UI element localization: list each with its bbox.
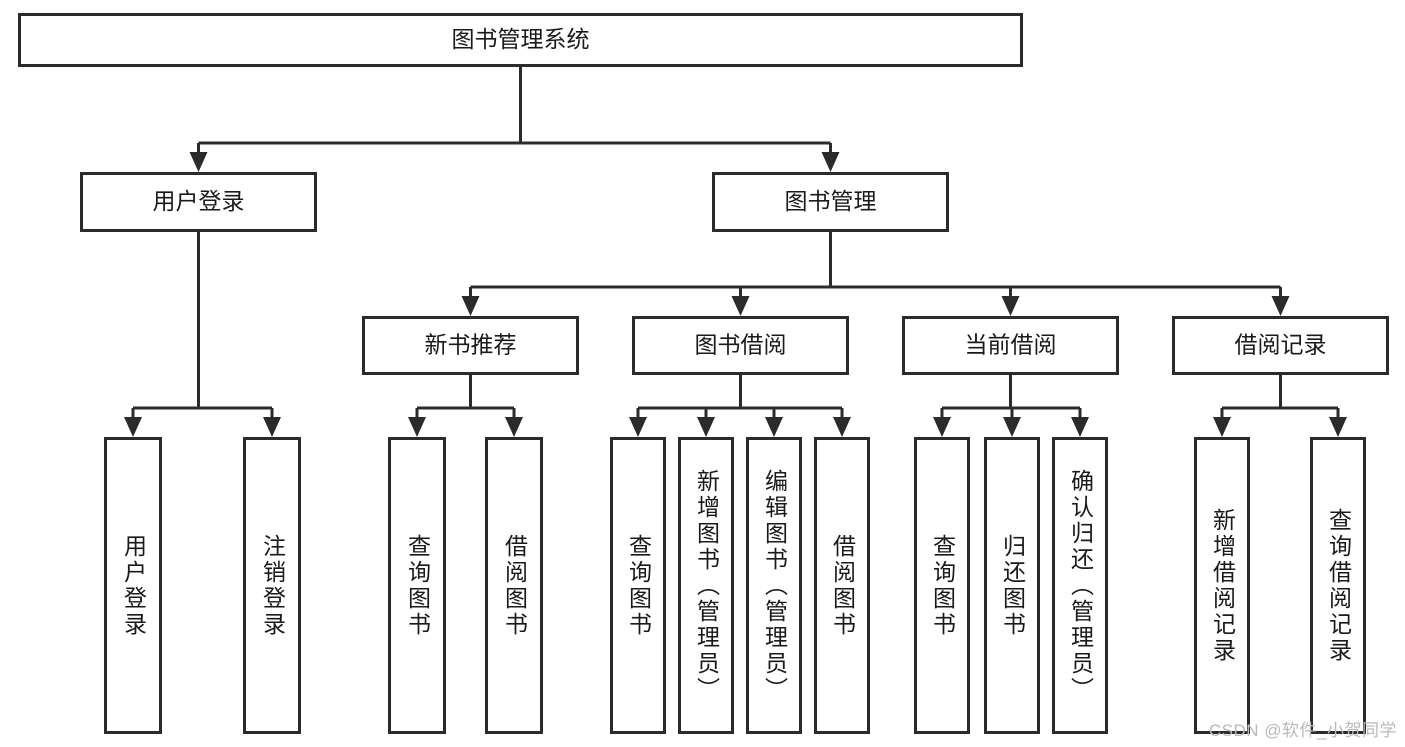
arrow-head-icon bbox=[1001, 296, 1020, 316]
arrow-head-icon bbox=[1213, 417, 1231, 437]
node-box-current-borrow[interactable] bbox=[902, 316, 1119, 375]
arrow-head-icon bbox=[697, 417, 715, 437]
arrow-head-icon bbox=[629, 417, 647, 437]
connector-layer bbox=[124, 67, 1347, 437]
node-box-new-book-recommend[interactable] bbox=[362, 316, 579, 375]
arrow-head-icon bbox=[821, 152, 840, 172]
node-box-leaf-query-book-rec[interactable] bbox=[388, 437, 446, 734]
node-box-leaf-logout-login[interactable] bbox=[243, 437, 301, 734]
node-box-leaf-query-borrow-record[interactable] bbox=[1310, 437, 1366, 734]
node-box-borrow-record[interactable] bbox=[1172, 316, 1389, 375]
arrow-head-icon bbox=[1329, 417, 1347, 437]
node-label-root: 图书管理系统 bbox=[452, 26, 590, 52]
node-label-current-borrow: 当前借阅 bbox=[965, 332, 1057, 358]
arrow-head-icon bbox=[833, 417, 851, 437]
arrow-head-icon bbox=[505, 417, 523, 437]
node-box-book-borrow[interactable] bbox=[632, 316, 849, 375]
arrow-head-icon bbox=[461, 296, 480, 316]
node-label-book-borrow: 图书借阅 bbox=[695, 332, 787, 358]
node-box-leaf-user-login[interactable] bbox=[104, 437, 162, 734]
arrow-head-icon bbox=[189, 152, 208, 172]
watermark-text: CSDN @软件_小贺同学 bbox=[1208, 721, 1397, 740]
node-box-leaf-borrow-book-rec[interactable] bbox=[485, 437, 543, 734]
arrow-head-icon bbox=[765, 417, 783, 437]
node-box-root[interactable] bbox=[18, 13, 1023, 67]
arrow-head-icon bbox=[731, 296, 750, 316]
node-label-book-manage: 图书管理 bbox=[785, 188, 877, 214]
arrow-head-icon bbox=[1271, 296, 1290, 316]
arrow-head-icon bbox=[1003, 417, 1021, 437]
arrow-head-icon bbox=[263, 417, 281, 437]
node-box-leaf-add-book-admin[interactable] bbox=[678, 437, 734, 734]
node-label-user-login: 用户登录 bbox=[153, 188, 245, 214]
node-box-leaf-query-book-current[interactable] bbox=[914, 437, 970, 734]
node-box-leaf-return-book[interactable] bbox=[984, 437, 1040, 734]
node-box-user-login[interactable] bbox=[80, 172, 317, 232]
arrow-head-icon bbox=[408, 417, 426, 437]
arrow-head-icon bbox=[1071, 417, 1089, 437]
node-box-leaf-confirm-return-admin[interactable] bbox=[1052, 437, 1108, 734]
node-box-leaf-borrow-book[interactable] bbox=[814, 437, 870, 734]
node-box-leaf-query-book-borrow[interactable] bbox=[610, 437, 666, 734]
node-label-borrow-record: 借阅记录 bbox=[1235, 332, 1327, 358]
node-box-leaf-add-borrow-record[interactable] bbox=[1194, 437, 1250, 734]
arrow-head-icon bbox=[933, 417, 951, 437]
node-label-new-book-recommend: 新书推荐 bbox=[425, 332, 517, 358]
node-box-book-manage[interactable] bbox=[712, 172, 949, 232]
node-box-leaf-edit-book-admin[interactable] bbox=[746, 437, 802, 734]
box-layer bbox=[18, 13, 1389, 734]
arrow-head-icon bbox=[124, 417, 142, 437]
